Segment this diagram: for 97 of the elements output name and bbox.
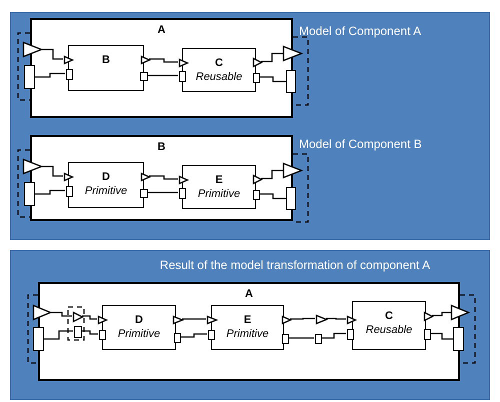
- port-box: [253, 190, 260, 200]
- port-box: [33, 327, 44, 351]
- port-triangle: [98, 316, 107, 324]
- component-name: D: [102, 171, 110, 185]
- component-box: [102, 305, 176, 350]
- connector-line: [259, 193, 286, 200]
- port-triangle: [316, 315, 327, 324]
- connector-line: [430, 332, 453, 340]
- component-name: A: [158, 24, 166, 38]
- port-box: [347, 329, 354, 340]
- port-box: [140, 72, 148, 81]
- port-triangle: [253, 175, 262, 184]
- port-box: [74, 326, 82, 338]
- connector-line: [147, 192, 178, 194]
- component-box: [68, 162, 144, 208]
- component-stereotype: Primitive: [198, 188, 240, 202]
- connector-line: [35, 72, 65, 78]
- port-triangle: [283, 163, 302, 178]
- connector-line: [432, 312, 451, 316]
- model-caption: Model of Component A: [299, 24, 422, 39]
- connector-line: [288, 337, 314, 339]
- connector-line: [290, 318, 315, 320]
- component-name: A: [245, 288, 253, 302]
- component-stereotype: Primitive: [84, 184, 128, 198]
- port-triangle: [179, 176, 188, 184]
- connector-line: [180, 333, 207, 338]
- component-box: [182, 165, 256, 209]
- port-triangle: [173, 316, 183, 324]
- port-box: [208, 330, 215, 340]
- connector-line: [147, 74, 178, 76]
- port-box: [66, 186, 73, 197]
- component-frame: [30, 18, 293, 118]
- port-box: [66, 69, 73, 80]
- component-name: D: [135, 314, 143, 328]
- connector-line: [82, 315, 97, 320]
- port-triangle: [424, 312, 433, 321]
- component-stereotype: Reusable: [366, 324, 412, 338]
- component-name: B: [102, 54, 110, 68]
- port-triangle: [64, 173, 73, 181]
- connector-line: [51, 312, 72, 317]
- port-box: [253, 73, 260, 83]
- port-box: [424, 329, 431, 340]
- port-box: [99, 330, 106, 340]
- port-triangle: [141, 173, 150, 181]
- component-box: [182, 48, 256, 92]
- component-box: [352, 301, 426, 350]
- model-caption: Model of Component B: [299, 137, 423, 152]
- connector-line: [326, 318, 346, 320]
- connector-line: [259, 76, 286, 82]
- component-box: [68, 45, 144, 91]
- component-name: E: [244, 314, 252, 328]
- component-stereotype: Primitive: [226, 328, 269, 342]
- port-triangle: [73, 312, 83, 322]
- port-box: [286, 187, 296, 210]
- connector-line: [44, 330, 73, 340]
- port-box: [315, 334, 322, 344]
- connector-line: [35, 190, 65, 195]
- port-triangle: [253, 58, 262, 67]
- port-triangle: [64, 56, 73, 64]
- connector-line: [42, 48, 63, 60]
- port-box: [179, 188, 186, 199]
- connector-line: [149, 175, 178, 180]
- port-triangle: [207, 316, 217, 324]
- port-triangle: [451, 305, 469, 320]
- component-name: B: [158, 141, 166, 155]
- connector-line: [321, 332, 346, 339]
- component-name: C: [385, 310, 393, 324]
- port-triangle: [23, 42, 42, 57]
- port-triangle: [283, 46, 302, 61]
- component-name: E: [215, 174, 223, 188]
- component-box: [211, 305, 284, 350]
- connector-line: [42, 166, 63, 177]
- port-box: [24, 65, 35, 89]
- component-frame: [30, 135, 293, 221]
- port-triangle: [179, 59, 188, 67]
- port-box: [282, 334, 289, 344]
- port-box: [140, 189, 148, 198]
- port-triangle: [347, 316, 356, 324]
- connector-line: [261, 170, 283, 180]
- connector-line: [261, 52, 283, 62]
- model-caption: Result of the model transformation of component A: [158, 258, 432, 273]
- port-box: [179, 71, 186, 82]
- connector-line: [81, 330, 98, 335]
- port-box: [174, 333, 181, 343]
- port-box: [24, 182, 35, 206]
- connector-line: [182, 318, 206, 320]
- port-triangle: [141, 56, 150, 64]
- component-stereotype: Primitive: [118, 328, 160, 342]
- port-box: [286, 70, 296, 93]
- port-triangle: [282, 316, 291, 324]
- port-box: [453, 327, 464, 351]
- port-triangle: [33, 305, 51, 320]
- component-name: C: [215, 57, 223, 71]
- connector-line: [149, 58, 178, 63]
- component-frame: [38, 282, 460, 381]
- port-triangle: [23, 159, 42, 174]
- component-stereotype: Reusable: [196, 70, 242, 84]
